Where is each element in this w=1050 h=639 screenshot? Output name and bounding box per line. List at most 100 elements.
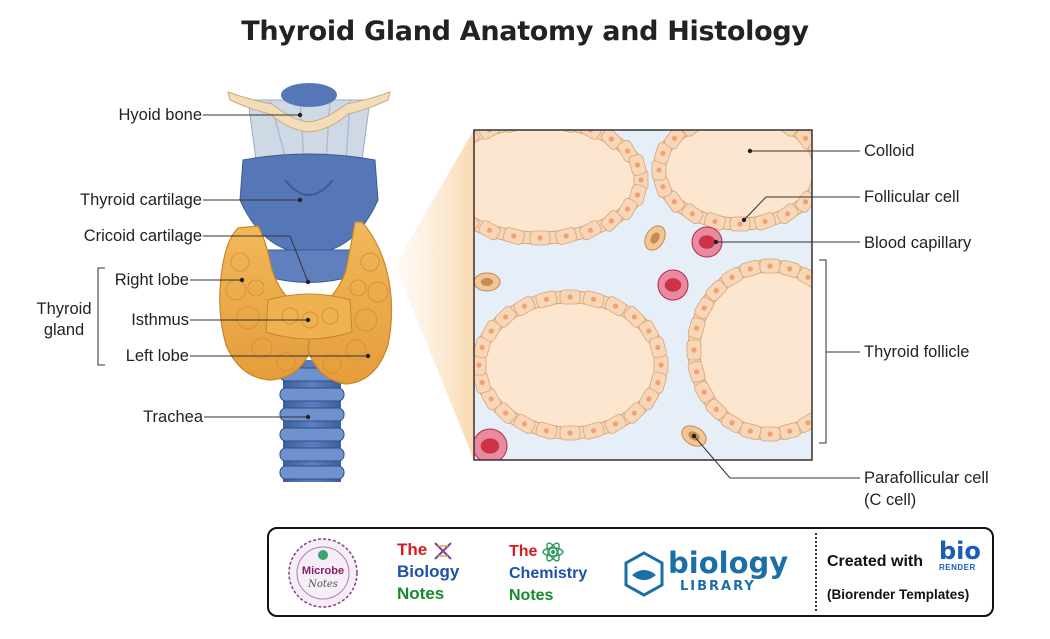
label-cricoid-cartilage: Cricoid cartilage (83, 227, 202, 245)
biology-notes-word: Biology (397, 562, 460, 581)
created-with-text: Created with (827, 553, 924, 570)
nucleus (511, 233, 517, 239)
nucleus (537, 235, 543, 241)
follicular-cell (703, 109, 726, 128)
nucleus (511, 121, 516, 126)
leader-lines (97, 114, 860, 479)
follicular-cell (807, 175, 812, 198)
nucleus (729, 274, 735, 280)
isthmus (265, 293, 353, 340)
footer-divider (815, 533, 817, 611)
follicular-cell (834, 317, 853, 340)
nucleus (563, 233, 569, 239)
biorender-templates-text: (Biorender Templates) (827, 587, 970, 602)
nucleus (805, 420, 811, 426)
nucleus (608, 218, 615, 224)
nucleus (747, 428, 753, 434)
chemistry-notes-logo: The Chemistry Notes (509, 541, 587, 607)
nucleus (701, 305, 707, 311)
nucleus (818, 167, 823, 172)
nucleus (624, 148, 631, 154)
nucleus (521, 303, 528, 309)
nucleus (503, 314, 509, 320)
nucleus (655, 344, 661, 351)
nucleus (590, 296, 597, 302)
nucleus (787, 266, 793, 272)
nucleus (631, 314, 637, 320)
follicle-bottom-right (686, 258, 853, 442)
biology-library-word-2: LIBRARY (680, 579, 756, 594)
label-thyroid-gland-line1: Thyroid (36, 300, 92, 318)
nucleus (503, 410, 509, 416)
label-blood-capillary: Blood capillary (864, 234, 972, 252)
label-hyoid-bone: Hyoid bone (118, 106, 202, 124)
follicular-cell (530, 115, 550, 129)
thyroid-gland (219, 221, 393, 385)
nucleus (634, 162, 641, 168)
nucleus (737, 221, 743, 227)
nucleus (537, 119, 542, 124)
nucleus (802, 199, 809, 205)
trachea (279, 360, 345, 482)
hyoid-bone (227, 91, 391, 133)
follicular-cell (812, 397, 836, 421)
biology-library-logo-icon (624, 551, 664, 597)
nucleus (712, 218, 718, 224)
follicle-bottom-left (474, 289, 669, 441)
red-blood-cell (480, 438, 500, 454)
nucleus (479, 379, 485, 386)
follicular-cell (839, 340, 853, 360)
nucleus (693, 325, 700, 331)
follicular-cell (681, 130, 704, 137)
footer-logo-bar: Microbe Notes The Biology Notes The Chem… (267, 527, 994, 617)
nucleus (785, 211, 791, 217)
nucleus (638, 177, 644, 183)
biorender-logo-word: bio (939, 537, 981, 565)
nucleus (479, 344, 485, 351)
label-left-lobe: Left lobe (125, 347, 189, 365)
label-thyroid-cartilage: Thyroid cartilage (80, 191, 202, 209)
nucleus (590, 428, 597, 434)
nucleus (805, 274, 811, 280)
nucleus (671, 135, 678, 141)
follicular-cell (474, 130, 480, 150)
red-blood-cell (698, 235, 716, 249)
nucleus (450, 148, 455, 153)
nucleus (660, 184, 666, 190)
nucleus (658, 362, 664, 368)
cricoid-cartilage (261, 249, 357, 283)
label-follicular-cell: Follicular cell (864, 188, 960, 206)
nucleus (564, 121, 569, 126)
nucleus (624, 206, 631, 212)
biology-library-logo: biology LIBRARY (624, 547, 794, 603)
nucleus (650, 232, 660, 244)
microbe-notes-text-2: Notes (308, 579, 338, 590)
nucleus (841, 326, 846, 331)
nucleus (814, 184, 819, 189)
follicular-cell (825, 296, 847, 320)
nucleus (488, 328, 494, 334)
label-right-lobe: Right lobe (114, 271, 189, 289)
nucleus (701, 389, 707, 395)
label-isthmus: Isthmus (131, 311, 189, 329)
nucleus (691, 347, 697, 353)
nucleus (787, 428, 793, 434)
nucleus (486, 227, 493, 233)
nucleus (543, 296, 550, 302)
nucleus (521, 421, 528, 427)
anatomy-illustration (219, 83, 393, 482)
page-title: Thyroid Gland Anatomy and Histology (241, 16, 809, 47)
follicular-cell (825, 380, 847, 404)
red-blood-cell (664, 278, 682, 292)
follicular-cell (834, 360, 853, 383)
epiglottis (281, 83, 337, 107)
nucleus (767, 263, 773, 269)
label-thyroid-follicle: Thyroid follicle (864, 343, 970, 361)
microbe-notes-logo-icon (288, 538, 358, 608)
follicular-cell (730, 109, 750, 123)
nucleus (646, 396, 652, 402)
biology-notes-the: The (397, 540, 428, 559)
follicular-cell (579, 130, 602, 140)
microbe-notes-logo: Microbe Notes (287, 537, 359, 609)
